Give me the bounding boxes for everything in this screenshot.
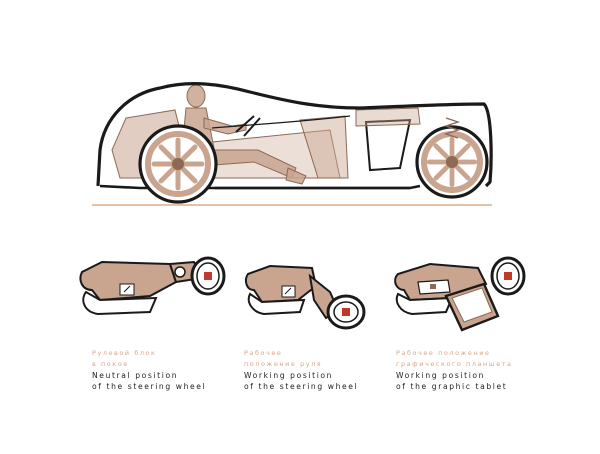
caption-neutral: Рулевой блок в покое Neutral position of… bbox=[92, 348, 262, 392]
caption-working-steering-en-line1: Working position bbox=[244, 371, 334, 380]
caption-working-steering: Рабочее положение руля Working position … bbox=[244, 348, 414, 392]
caption-neutral-en-line1: Neutral position bbox=[92, 371, 179, 380]
caption-working-tablet-en-line1: Working position bbox=[396, 371, 486, 380]
rear-wheel bbox=[415, 125, 489, 199]
car-body-outline bbox=[96, 82, 493, 188]
front-wheel bbox=[138, 124, 218, 204]
caption-working-tablet-ru-line2: графического планшета bbox=[396, 360, 513, 368]
caption-working-steering-ru-line1: Рабочее bbox=[244, 349, 283, 357]
caption-neutral-ru-line2: в покое bbox=[92, 360, 129, 368]
module-view-working-steering bbox=[245, 264, 366, 330]
module-view-neutral bbox=[79, 256, 226, 316]
module-view-working-tablet bbox=[394, 256, 526, 332]
rear-suspension-spring bbox=[443, 117, 461, 139]
car-side-view bbox=[92, 82, 493, 206]
car-steering-wheel bbox=[235, 115, 261, 137]
caption-neutral-en-line2: of the steering wheel bbox=[92, 382, 207, 391]
caption-working-tablet-en-line2: of the graphic tablet bbox=[396, 382, 508, 391]
caption-neutral-ru-line1: Рулевой блок bbox=[92, 349, 157, 357]
caption-working-steering-en-line2: of the steering wheel bbox=[244, 382, 359, 391]
caption-working-tablet: Рабочее положение графического планшета … bbox=[396, 348, 566, 392]
caption-working-tablet-ru-line1: Рабочее положение bbox=[396, 349, 491, 357]
caption-working-steering-ru-line2: положение руля bbox=[244, 360, 323, 368]
car-beltline bbox=[211, 115, 351, 129]
